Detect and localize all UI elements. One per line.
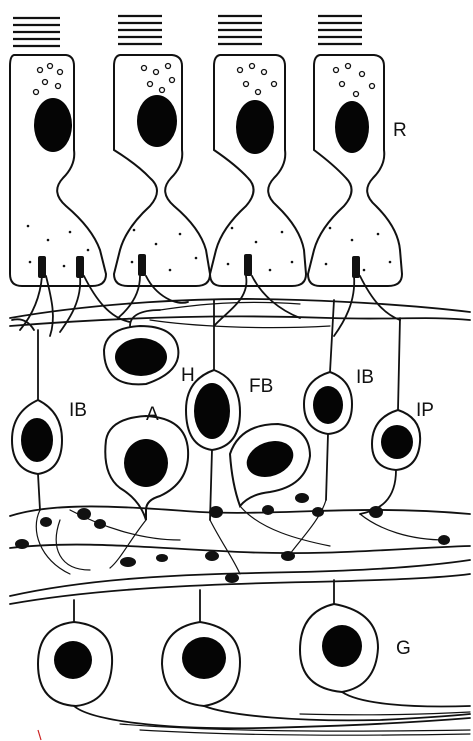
flat-bipolar	[186, 300, 240, 520]
photoreceptor-3	[210, 16, 306, 286]
photoreceptor-2	[114, 16, 210, 286]
flat-bipolar-nucleus	[194, 383, 230, 439]
amacrine-nucleus	[124, 439, 168, 487]
photoreceptor-3-outer-segment	[218, 16, 262, 44]
invaginating-bipolar-left-nucleus	[21, 418, 53, 462]
stray-red-mark	[38, 730, 41, 740]
horizontal-cell-nucleus	[115, 338, 167, 376]
photoreceptor-1	[10, 18, 106, 286]
horizontal-cell	[104, 310, 178, 384]
label-ip: IP	[416, 400, 434, 421]
optic-nerve-fibres	[120, 712, 470, 735]
label-a: A	[146, 404, 159, 425]
photoreceptor-1-outer-segment	[13, 18, 60, 46]
ganglion-cell-3	[300, 580, 470, 706]
photoreceptor-2-nucleus	[137, 95, 177, 147]
photoreceptor-4-body	[308, 55, 402, 286]
ganglion-3-nucleus	[322, 625, 362, 667]
label-fb: FB	[249, 376, 273, 397]
amacrine-cell-2	[230, 424, 310, 506]
label-r: R	[393, 120, 407, 141]
photoreceptor-3-nucleus	[236, 100, 274, 154]
label-h: H	[181, 365, 195, 386]
label-g: G	[396, 638, 411, 659]
interplexiform-nucleus	[381, 425, 413, 459]
amacrine-cell	[105, 416, 188, 520]
photoreceptor-4-outer-segment	[318, 16, 362, 44]
photoreceptor-2-body	[114, 55, 210, 286]
photoreceptor-1-body	[10, 55, 106, 286]
label-ib-center: IB	[356, 367, 374, 388]
interplexiform-cell	[360, 318, 420, 514]
photoreceptor-4-nucleus	[335, 101, 369, 153]
photoreceptor-1-nucleus	[34, 98, 72, 152]
invaginating-bipolar-left	[12, 319, 62, 510]
photoreceptor-4	[308, 16, 402, 286]
label-ib-left: IB	[69, 400, 87, 421]
photoreceptor-2-outer-segment	[118, 16, 162, 44]
ganglion-cell-1	[38, 600, 470, 728]
invaginating-bipolar-center	[304, 300, 352, 500]
ganglion-2-nucleus	[182, 637, 226, 679]
ganglion-1-nucleus	[54, 641, 92, 679]
invaginating-bipolar-center-nucleus	[313, 386, 343, 424]
